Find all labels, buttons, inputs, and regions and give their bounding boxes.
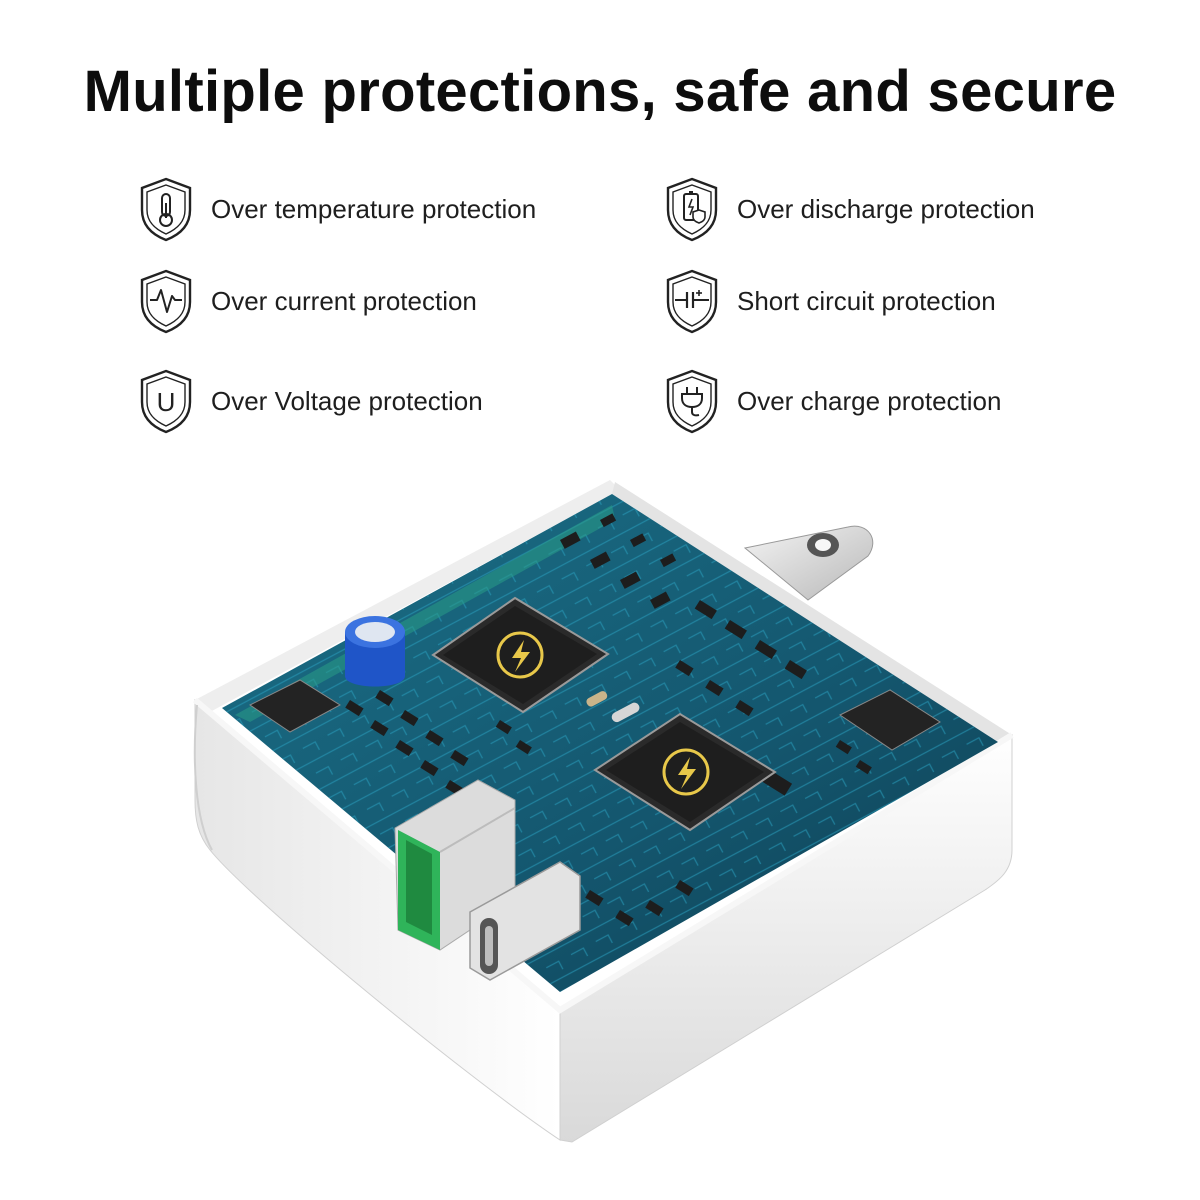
headline: Multiple protections, safe and secure (83, 59, 1117, 124)
capacitor-shield-icon (666, 269, 718, 334)
voltage-u-shield-icon: U (140, 369, 192, 434)
smd-components (345, 513, 872, 927)
voltage-u-glyph: U (157, 387, 176, 417)
battery-shield-icon (666, 177, 718, 242)
crystal-components (586, 691, 640, 723)
waveform-shield-icon (140, 269, 192, 334)
feature-over-charge: Over charge protection (663, 368, 1001, 434)
feature-label: Over discharge protection (737, 193, 1035, 224)
feature-over-current: Over current protection (137, 268, 477, 334)
capacitor (345, 616, 405, 687)
feature-label: Over charge protection (737, 385, 1002, 416)
feature-over-discharge: Over discharge protection (663, 176, 1035, 242)
ic-chip-left (249, 679, 341, 733)
plug-shield-icon (666, 369, 718, 434)
case-edge-highlight (193, 704, 213, 851)
charger-case (193, 480, 1014, 1143)
ic-chip-right (839, 689, 941, 751)
main-chip-lower (593, 712, 777, 832)
feature-label: Over Voltage protection (211, 385, 483, 416)
plug-pin (743, 525, 874, 601)
feature-short-circuit: Short circuit protection (663, 268, 996, 334)
usb-c-port (469, 861, 581, 981)
feature-over-temperature: Over temperature protection (137, 176, 536, 242)
feature-label: Short circuit protection (737, 285, 996, 316)
feature-over-voltage: U Over Voltage protection (137, 368, 483, 434)
feature-label: Over current protection (211, 285, 477, 316)
thermometer-shield-icon (140, 177, 192, 242)
feature-label: Over temperature protection (211, 193, 537, 224)
main-chip-upper (431, 596, 610, 714)
